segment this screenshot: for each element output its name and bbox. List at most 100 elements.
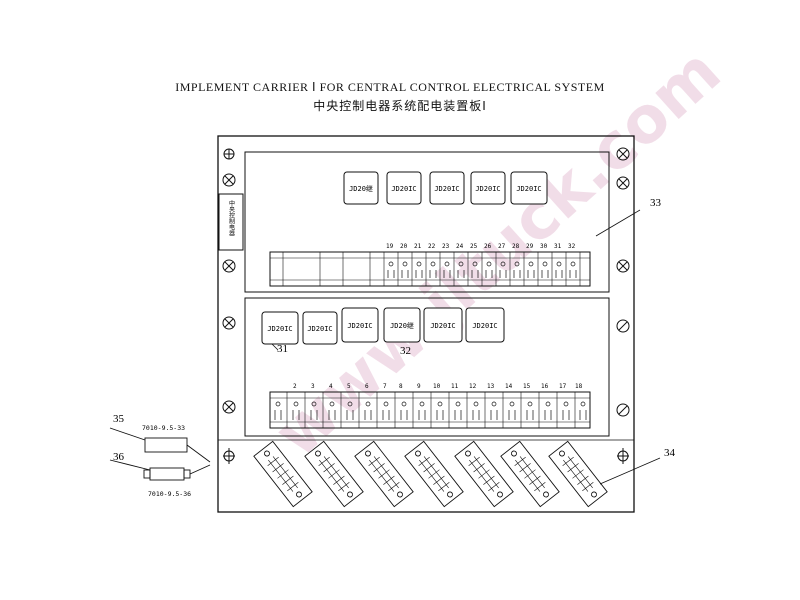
relay: JD20继	[383, 307, 421, 343]
lower-terminal-numbers: 2 3 4 5 6 7 8 9 10 11 12 13 14 15 16 17 …	[293, 383, 583, 390]
svg-text:3: 3	[311, 383, 315, 390]
svg-text:10: 10	[433, 383, 441, 390]
relay: JD20IC	[261, 311, 299, 345]
lower-panel	[244, 297, 610, 437]
fuse-holder	[404, 440, 464, 508]
svg-text:4: 4	[329, 383, 333, 390]
mount-hole	[222, 400, 236, 414]
svg-text:JD20IC: JD20IC	[267, 325, 292, 333]
svg-text:30: 30	[540, 243, 548, 250]
side-label-tag	[218, 193, 244, 251]
callout-34: 34	[664, 447, 676, 459]
fuse-holder	[454, 440, 514, 508]
svg-text:31: 31	[554, 243, 562, 250]
svg-text:19: 19	[386, 243, 394, 250]
svg-text:12: 12	[469, 383, 477, 390]
lower-relay-row: JD20IC JD20IC JD20IC JD20继 JD20IC JD20IC	[261, 307, 505, 345]
upper-terminal-strip: 19 20 21 22 23 24 25 26 27 28 29 30 31 3…	[269, 243, 591, 287]
fuse-36	[149, 467, 185, 481]
svg-text:2: 2	[293, 383, 297, 390]
svg-text:JD20IC: JD20IC	[391, 185, 416, 193]
relay: JD20IC	[341, 307, 379, 343]
upper-panel	[244, 151, 610, 293]
fuse-35	[144, 437, 188, 453]
lower-terminal-strip: 2 3 4 5 6 7 8 9 10 11 12 13 14 15 16 17 …	[269, 383, 591, 429]
svg-text:22: 22	[428, 243, 436, 250]
fuse-holder-row	[253, 440, 608, 508]
board-outline	[217, 135, 635, 513]
upper-terminal-cells	[383, 252, 581, 286]
mount-hole	[616, 147, 630, 161]
svg-text:5: 5	[347, 383, 351, 390]
mount-hole	[616, 176, 630, 190]
callout-32: 32	[400, 345, 411, 357]
fuse-holder	[253, 440, 313, 508]
svg-text:7: 7	[383, 383, 387, 390]
leader-lines	[271, 209, 661, 485]
callout-35: 35	[113, 413, 125, 425]
mounting-holes	[222, 147, 630, 464]
mount-hole	[616, 319, 630, 333]
svg-text:JD20IC: JD20IC	[516, 185, 541, 193]
relay: JD20IC	[302, 311, 338, 345]
svg-text:JD20继: JD20继	[349, 184, 373, 193]
svg-text:13: 13	[487, 383, 495, 390]
svg-text:23: 23	[442, 243, 450, 250]
svg-text:6: 6	[365, 383, 369, 390]
mount-hole	[616, 259, 630, 273]
svg-text:17: 17	[559, 383, 567, 390]
relay: JD20IC	[470, 171, 506, 205]
svg-text:16: 16	[541, 383, 549, 390]
svg-text:JD20继: JD20继	[390, 321, 414, 330]
svg-text:25: 25	[470, 243, 478, 250]
relay: JD20IC	[429, 171, 465, 205]
callout-31: 31	[277, 343, 288, 355]
mount-hole	[222, 173, 236, 187]
relay: JD20IC	[465, 307, 505, 343]
relay: JD20IC	[423, 307, 463, 343]
svg-text:11: 11	[451, 383, 459, 390]
svg-text:27: 27	[498, 243, 506, 250]
svg-text:14: 14	[505, 383, 513, 390]
relay: JD20继	[343, 171, 379, 205]
svg-text:JD20IC: JD20IC	[307, 325, 332, 333]
relay: JD20IC	[386, 171, 422, 205]
title-en: IMPLEMENT CARRIER Ⅰ FOR CENTRAL CONTROL …	[175, 80, 605, 94]
mount-hole	[222, 316, 236, 330]
part-number-36: 7010-9.5-36	[148, 490, 191, 498]
fuse-holder	[304, 440, 364, 508]
mount-hole	[223, 448, 235, 464]
upper-relay-row: JD20继 JD20IC JD20IC JD20IC JD20IC	[343, 171, 548, 205]
svg-text:26: 26	[484, 243, 492, 250]
svg-text:8: 8	[399, 383, 403, 390]
upper-terminal-marks	[387, 261, 577, 278]
svg-text:JD20IC: JD20IC	[434, 185, 459, 193]
fuse-holder	[500, 440, 560, 508]
svg-text:20: 20	[400, 243, 408, 250]
callout-36: 36	[113, 451, 125, 463]
svg-text:JD20IC: JD20IC	[472, 322, 497, 330]
svg-text:9: 9	[417, 383, 421, 390]
mount-hole	[222, 259, 236, 273]
relay: JD20IC	[510, 171, 548, 205]
svg-text:32: 32	[568, 243, 576, 250]
svg-text:21: 21	[414, 243, 422, 250]
svg-text:29: 29	[526, 243, 534, 250]
svg-text:18: 18	[575, 383, 583, 390]
svg-text:24: 24	[456, 243, 464, 250]
fuse-holder	[354, 440, 414, 508]
external-fuse-parts	[109, 427, 211, 481]
fuse-holder	[548, 440, 608, 508]
svg-text:JD20IC: JD20IC	[430, 322, 455, 330]
svg-text:15: 15	[523, 383, 531, 390]
part-number-35: 7010-9.5-33	[142, 424, 185, 432]
title-cn: 中央控制电器系统配电装置板Ⅰ	[313, 99, 487, 113]
svg-text:JD20IC: JD20IC	[347, 322, 372, 330]
mount-hole	[223, 148, 235, 160]
mount-hole	[617, 448, 629, 464]
upper-terminal-numbers: 19 20 21 22 23 24 25 26 27 28 29 30 31 3…	[386, 243, 576, 250]
svg-text:28: 28	[512, 243, 520, 250]
callout-33: 33	[650, 197, 662, 209]
svg-text:JD20IC: JD20IC	[475, 185, 500, 193]
